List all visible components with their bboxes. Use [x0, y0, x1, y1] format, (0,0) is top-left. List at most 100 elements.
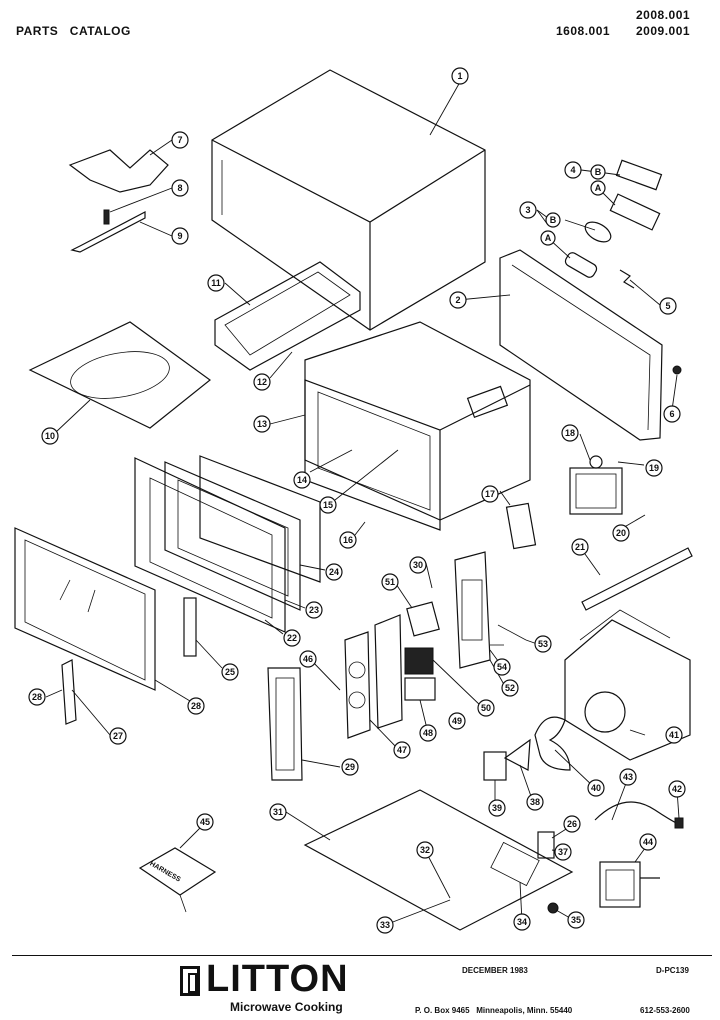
callout-9: 9: [171, 227, 189, 245]
document-code: D-PC139: [656, 966, 689, 975]
callout-label: 51: [385, 577, 395, 587]
callout-label: 48: [423, 728, 433, 738]
magnetron: [569, 455, 623, 515]
callout-label: 30: [413, 560, 423, 570]
callout-label: 44: [643, 837, 653, 847]
callout-6: 6: [663, 405, 681, 423]
callout-label: 13: [257, 419, 267, 429]
cavity-bottom: [28, 321, 211, 429]
callout-3a: A: [540, 230, 556, 246]
callout-label: 5: [665, 301, 670, 311]
transformer: [599, 861, 660, 908]
callout-label: 47: [397, 745, 407, 755]
callout-label: 27: [113, 731, 123, 741]
callout-label: 52: [505, 683, 515, 693]
callout-37: 37: [554, 843, 572, 861]
callout-30: 30: [409, 556, 427, 574]
callout-label: 46: [303, 654, 313, 664]
callout-52: 52: [501, 679, 519, 697]
callout-label: 35: [571, 915, 581, 925]
control-assembly: [404, 551, 527, 701]
callout-14: 14: [293, 471, 311, 489]
callout-32: 32: [416, 841, 434, 859]
callout-54: 54: [493, 658, 511, 676]
callout-42: 42: [668, 780, 686, 798]
callout-label: 22: [287, 633, 297, 643]
stirrer-assembly: [68, 149, 169, 253]
callout-22: 22: [283, 629, 301, 647]
callout-label: 33: [380, 920, 390, 930]
callout-20: 20: [612, 524, 630, 542]
thermal-cutout: [505, 502, 537, 550]
callout-28b: 28: [28, 688, 46, 706]
harness-label: HARNESS: [148, 860, 181, 883]
callout-label: 54: [497, 662, 507, 672]
control-panel: [344, 614, 403, 739]
brand-subtitle: Microwave Cooking: [230, 1000, 343, 1014]
callout-15: 15: [319, 496, 337, 514]
callout-33: 33: [376, 916, 394, 934]
callout-label: 24: [329, 567, 339, 577]
exploded-parts-diagram: HARNESS: [14, 67, 693, 934]
callout-45: 45: [196, 813, 214, 831]
callout-35: 35: [567, 911, 585, 929]
callout-21: 21: [571, 538, 589, 556]
brand-name: LITTON: [206, 958, 349, 1000]
callout-label: 21: [575, 542, 585, 552]
callout-46: 46: [299, 650, 317, 668]
callout-label: B: [550, 215, 557, 225]
callout-17: 17: [481, 485, 499, 503]
callout-label: 2: [455, 295, 460, 305]
door-frame-layers: [134, 455, 321, 633]
callout-label: 4: [570, 165, 575, 175]
callout-label: 41: [669, 730, 679, 740]
callout-11: 11: [207, 274, 225, 292]
callout-40: 40: [587, 779, 605, 797]
callout-label: 28: [32, 692, 42, 702]
callout-10: 10: [41, 427, 59, 445]
callout-25: 25: [221, 663, 239, 681]
company-phone: 612-553-2600: [640, 1006, 690, 1015]
callout-label: 29: [345, 762, 355, 772]
callout-16: 16: [339, 531, 357, 549]
callout-29: 29: [341, 758, 359, 776]
callout-39: 39: [488, 799, 506, 817]
callout-label: B: [595, 167, 602, 177]
callout-3: 3: [519, 201, 537, 219]
back-panel: [499, 249, 663, 441]
callout-label: 20: [616, 528, 626, 538]
waveguide-cover: [214, 261, 361, 371]
rubber-foot: [547, 902, 559, 914]
callout-label: 9: [177, 231, 182, 241]
oven-cavity: [304, 321, 531, 531]
callout-label: 39: [492, 803, 502, 813]
callout-label: 34: [517, 917, 527, 927]
callout-12: 12: [253, 373, 271, 391]
model-number-b: 2009.001: [636, 24, 691, 38]
callout-label: A: [595, 183, 602, 193]
callout-label: A: [545, 233, 552, 243]
callout-3b: B: [545, 212, 561, 228]
callout-label: 7: [177, 135, 182, 145]
outer-cabinet: [211, 69, 486, 331]
callout-label: 50: [481, 703, 491, 713]
callout-label: 37: [558, 847, 568, 857]
model-number-a: 1608.001: [556, 24, 611, 38]
leader-lines: [45, 81, 680, 926]
callout-38: 38: [526, 793, 544, 811]
callout-label: 28: [191, 701, 201, 711]
callout-1: 1: [451, 67, 469, 85]
callout-43: 43: [619, 768, 637, 786]
callout-34: 34: [513, 913, 531, 931]
callout-label: 11: [211, 278, 221, 288]
callout-4: 4: [564, 161, 582, 179]
litton-logo-icon: [180, 966, 200, 996]
lamp-assembly: [564, 159, 682, 375]
callout-label: 8: [177, 183, 182, 193]
callout-label: 15: [323, 500, 333, 510]
callout-47: 47: [393, 741, 411, 759]
callout-19: 19: [645, 459, 663, 477]
callout-label: 19: [649, 463, 659, 473]
callout-26: 26: [563, 815, 581, 833]
callout-label: 23: [309, 605, 319, 615]
